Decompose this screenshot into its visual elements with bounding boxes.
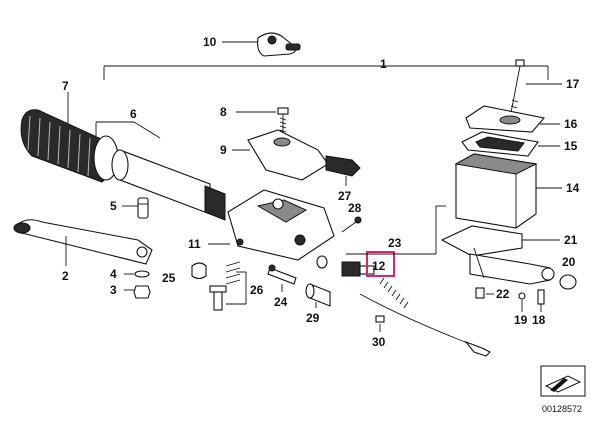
part-19-washer[interactable] — [518, 292, 526, 300]
callout-25[interactable]: 25 — [162, 271, 176, 285]
callout-12[interactable]: 12 — [372, 259, 386, 273]
callout-1[interactable]: 1 — [380, 57, 387, 71]
part-30-cable[interactable] — [359, 293, 491, 357]
callout-19[interactable]: 19 — [514, 313, 528, 327]
callout-14[interactable]: 14 — [566, 181, 580, 195]
part-3-nut[interactable] — [133, 285, 151, 299]
arrow-plane-icon — [540, 365, 586, 397]
callout-17[interactable]: 17 — [566, 77, 580, 91]
part-5-screw[interactable] — [137, 197, 149, 219]
part-29-sleeve[interactable] — [305, 283, 331, 307]
part-9-housing-cover[interactable] — [247, 129, 329, 181]
callout-11[interactable]: 11 — [188, 237, 201, 251]
part-8-screw[interactable] — [277, 107, 289, 134]
part-22-bolt[interactable] — [475, 287, 485, 299]
callout-21[interactable]: 21 — [564, 233, 578, 247]
part-20-cap[interactable] — [559, 274, 577, 290]
callout-28[interactable]: 28 — [348, 201, 362, 215]
part-26-spring-screw[interactable] — [209, 261, 241, 311]
bracket-6 — [95, 121, 161, 139]
callout-3[interactable]: 3 — [110, 283, 117, 297]
part-21-master-cylinder[interactable] — [440, 225, 555, 285]
part-11-switch-housing[interactable] — [227, 189, 335, 261]
callout-26[interactable]: 26 — [250, 283, 264, 297]
callout-7[interactable]: 7 — [62, 79, 69, 93]
diagram-number: 00128572 — [542, 404, 582, 414]
callout-5[interactable]: 5 — [110, 199, 117, 213]
callout-4[interactable]: 4 — [110, 267, 117, 281]
part-18-screw[interactable] — [537, 289, 545, 305]
callout-24[interactable]: 24 — [274, 295, 288, 309]
part-7-grip[interactable] — [20, 109, 119, 183]
callout-15[interactable]: 15 — [564, 139, 578, 153]
callout-9[interactable]: 9 — [220, 143, 227, 157]
bracket-23 — [346, 205, 446, 255]
callout-12-highlight — [366, 251, 395, 277]
part-15-gasket[interactable] — [461, 131, 539, 157]
callout-16[interactable]: 16 — [564, 117, 578, 131]
part-25-screw[interactable] — [191, 262, 207, 280]
callout-20[interactable]: 20 — [562, 255, 576, 269]
part-14-reservoir[interactable] — [454, 153, 538, 229]
part-28-screw[interactable] — [341, 216, 362, 233]
callout-8[interactable]: 8 — [220, 105, 227, 119]
callout-27[interactable]: 27 — [338, 189, 352, 203]
callout-22[interactable]: 22 — [496, 287, 510, 301]
part-17-bolt[interactable] — [509, 59, 525, 119]
part-27-cable-adjuster[interactable] — [325, 155, 361, 186]
callout-30[interactable]: 30 — [372, 335, 386, 349]
bracket-1 — [103, 65, 549, 80]
callout-29[interactable]: 29 — [306, 311, 320, 325]
callout-6[interactable]: 6 — [130, 107, 137, 121]
callout-18[interactable]: 18 — [532, 313, 546, 327]
part-6-throttle-tube[interactable] — [111, 149, 226, 221]
callout-2[interactable]: 2 — [62, 269, 69, 283]
part-10-clamp[interactable] — [257, 32, 301, 57]
part-24-pin[interactable] — [267, 264, 297, 285]
callout-23[interactable]: 23 — [388, 236, 402, 250]
part-16-top-plate[interactable] — [465, 105, 546, 133]
part-2-lever[interactable] — [13, 219, 153, 265]
part-4-washer[interactable] — [134, 270, 150, 278]
callout-10[interactable]: 10 — [203, 35, 217, 49]
bracket-26 — [226, 271, 247, 305]
